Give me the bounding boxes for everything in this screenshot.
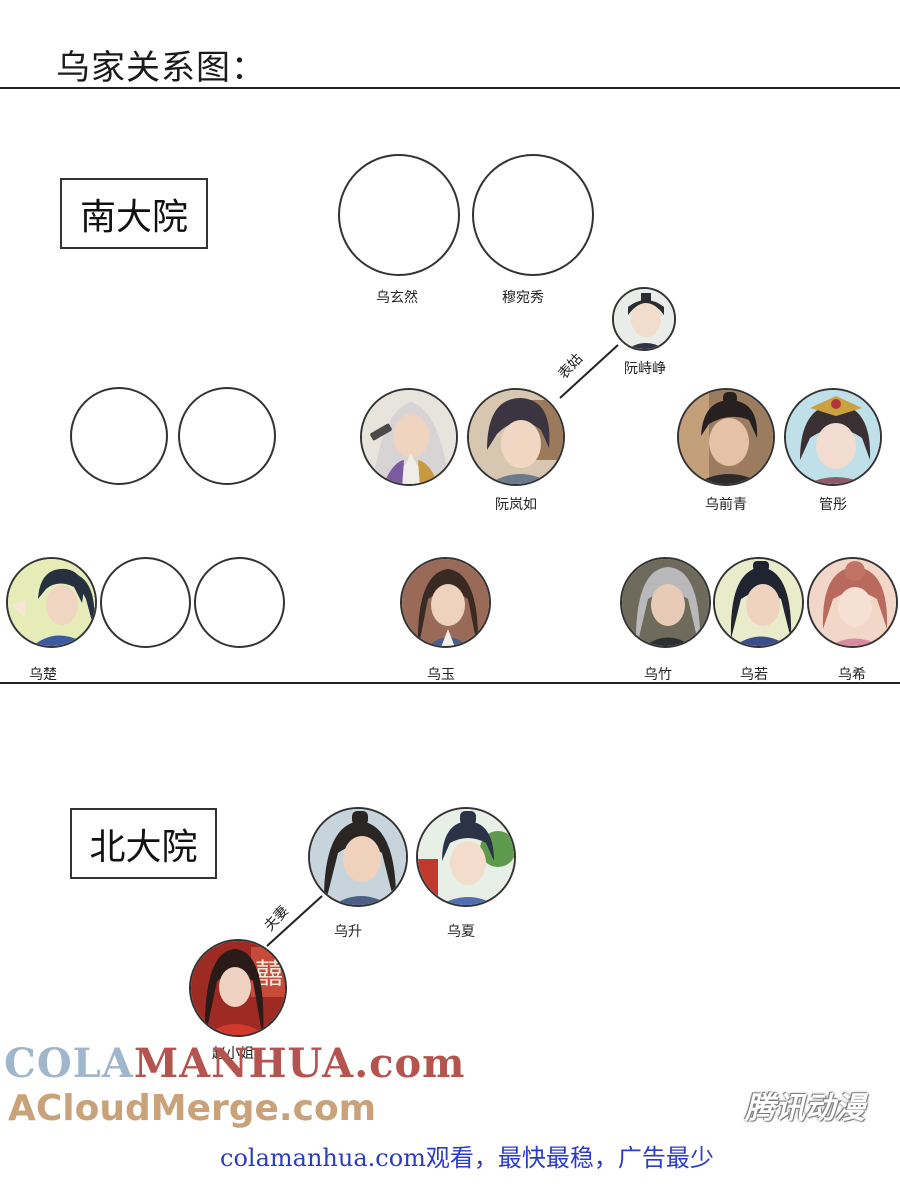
portrait-avatar-wu-chu — [6, 557, 97, 648]
person-name: 管彤 — [819, 497, 847, 513]
section-divider — [0, 682, 900, 684]
person-name: 乌夏 — [447, 924, 475, 940]
header-divider — [0, 87, 900, 89]
portrait-avatar-guan-tong — [784, 388, 882, 486]
portrait-icon — [469, 390, 563, 484]
watermark-cola: COLA — [4, 1040, 134, 1087]
person-node-wu-xuanran — [338, 154, 460, 276]
section-label-south: 南大院 — [60, 178, 208, 249]
portrait-icon — [310, 809, 406, 905]
portrait-avatar-wu-yu — [400, 557, 491, 648]
portrait-icon — [418, 809, 514, 905]
portrait-avatar-ruan-shizheng — [612, 287, 676, 351]
portrait-avatar-wu-ruo — [713, 557, 804, 648]
person-node-mu-wanxiu — [472, 154, 594, 276]
portrait-avatar-ruan-lanru — [467, 388, 565, 486]
person-name: 乌楚 — [29, 667, 57, 683]
person-name: 乌竹 — [644, 667, 672, 683]
section-label-north: 北大院 — [70, 808, 217, 879]
spouse-link — [266, 895, 323, 947]
person-node-empty-3 — [100, 557, 191, 648]
person-name: 乌前青 — [705, 497, 747, 513]
portrait-icon — [362, 390, 456, 484]
watermark-manhua: MANHUA.com — [133, 1040, 466, 1087]
portrait-icon: 囍 — [191, 941, 285, 1035]
watermark-acloudmerge: ACloudMerge.com — [8, 1088, 377, 1129]
portrait-avatar-wu-qianqing — [677, 388, 775, 486]
portrait-icon — [402, 559, 489, 646]
portrait-avatar-wu-sheng — [308, 807, 408, 907]
person-name: 阮岚如 — [495, 497, 537, 513]
portrait-icon — [8, 559, 95, 646]
portrait-icon — [622, 559, 709, 646]
person-name: 乌玄然 — [376, 290, 418, 306]
person-name: 阮峙峥 — [624, 361, 666, 377]
person-name: 乌若 — [740, 667, 768, 683]
watermark-colamanhua: COLAMANHUA.com — [4, 1040, 465, 1087]
portrait-avatar-wu-xi — [807, 557, 898, 648]
cousin-link — [559, 344, 619, 399]
person-name: 穆宛秀 — [502, 290, 544, 306]
portrait-icon — [786, 390, 880, 484]
portrait-icon — [614, 289, 674, 349]
portrait-avatar-zhao-xiaojie: 囍 — [189, 939, 287, 1037]
person-name: 乌升 — [334, 924, 362, 940]
footer-notice: colamanhua.com观看，最快最稳，广告最少 — [220, 1144, 714, 1172]
person-name: 乌希 — [838, 667, 866, 683]
portrait-avatar-elder — [360, 388, 458, 486]
person-name: 乌玉 — [427, 667, 455, 683]
watermark-tencent: 腾讯动漫 — [745, 1091, 865, 1126]
portrait-icon — [715, 559, 802, 646]
portrait-avatar-wu-xia — [416, 807, 516, 907]
portrait-icon — [679, 390, 773, 484]
person-node-empty-2 — [178, 387, 276, 485]
person-name: 赵小姐 — [212, 1046, 254, 1062]
person-node-empty-1 — [70, 387, 168, 485]
portrait-icon — [809, 559, 896, 646]
portrait-avatar-wu-zhu — [620, 557, 711, 648]
page-title: 乌家关系图： — [56, 48, 266, 88]
person-node-empty-4 — [194, 557, 285, 648]
